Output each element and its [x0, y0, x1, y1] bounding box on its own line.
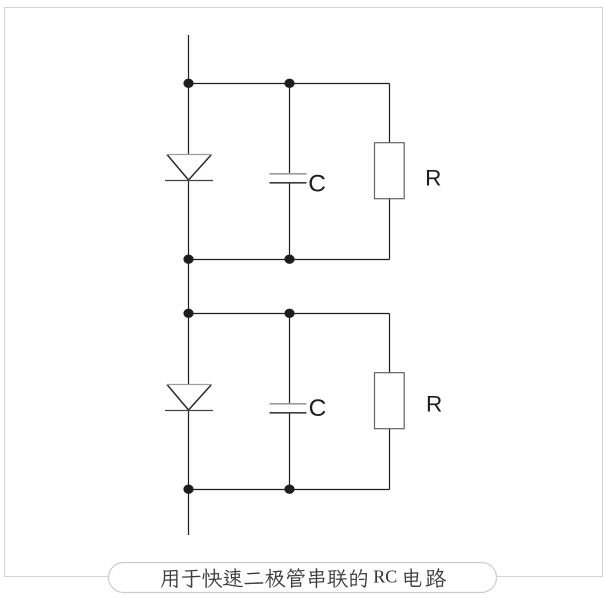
svg-text:RC: RC — [373, 567, 397, 587]
svg-text:C: C — [308, 171, 326, 198]
svg-text:R: R — [426, 391, 442, 416]
svg-text:R: R — [425, 166, 441, 191]
svg-text:C: C — [309, 395, 327, 422]
